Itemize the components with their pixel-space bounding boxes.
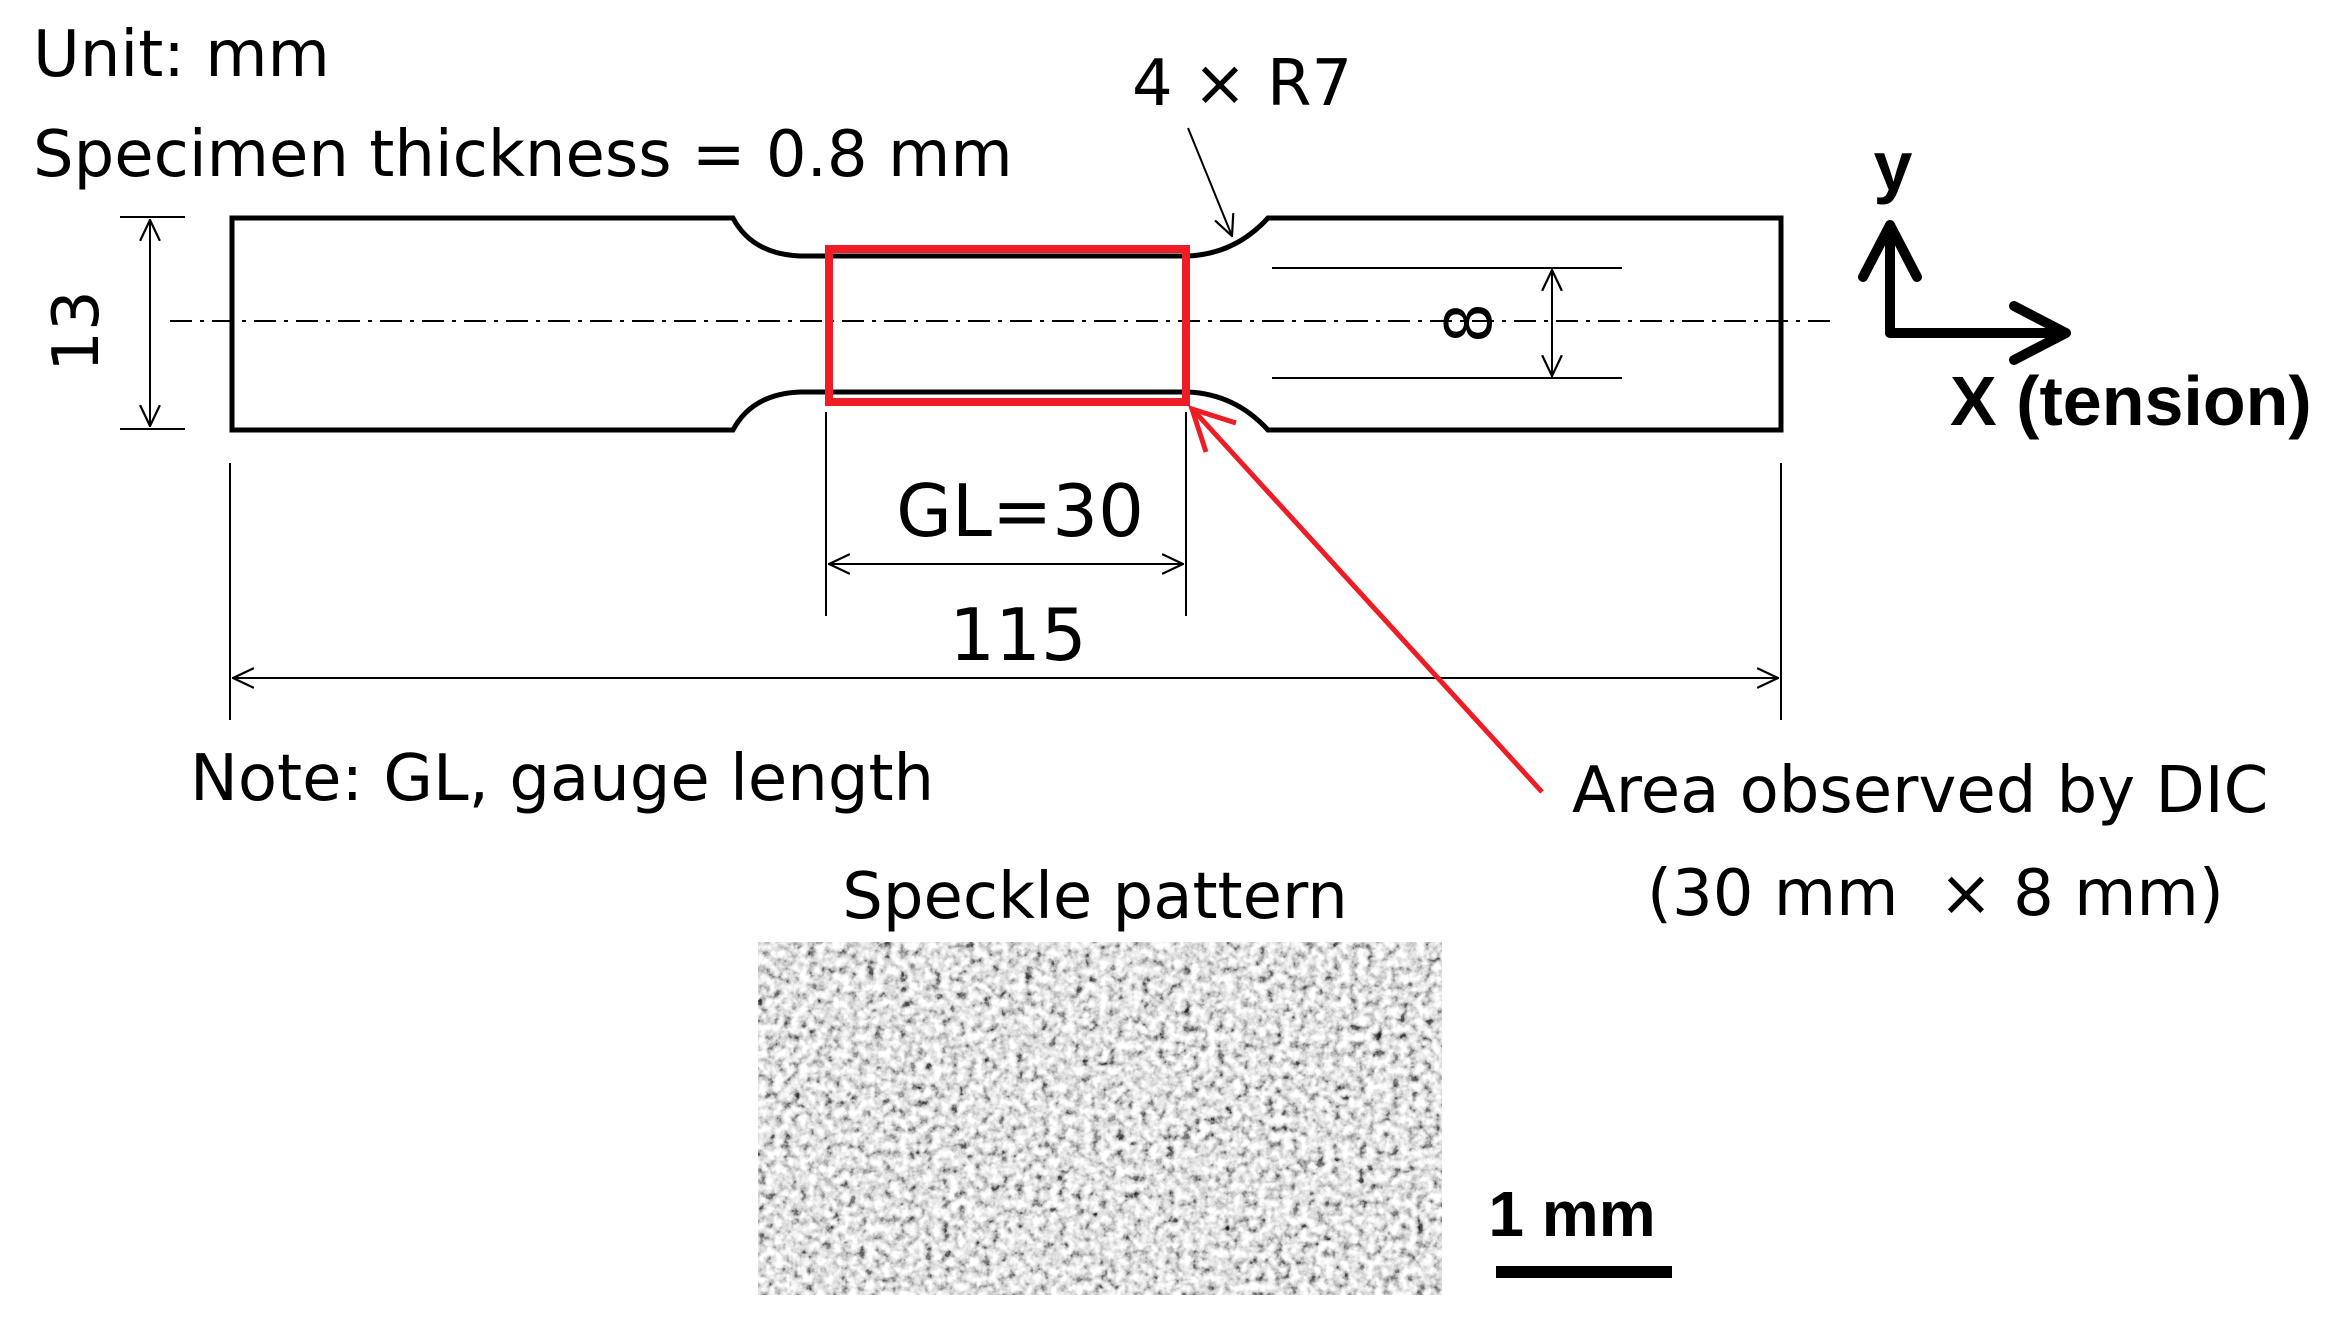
fillet-leader-line: [1187, 127, 1232, 236]
unit-label: Unit: mm: [33, 18, 330, 92]
specimen-outline: [229, 215, 1784, 433]
dic-area-label-line2: (30 mm × 8 mm): [1647, 857, 2224, 931]
total-length-label: 115: [949, 593, 1086, 677]
dic-leader-line: [1194, 411, 1544, 794]
gauge-width-label: 8: [1433, 303, 1507, 344]
gauge-length-label: GL=30: [896, 469, 1144, 553]
speckle-title: Speckle pattern: [842, 860, 1348, 934]
thickness-label: Specimen thickness = 0.8 mm: [33, 118, 1013, 192]
x-axis-label: X (tension): [1950, 362, 2312, 440]
fillet-radius-label: 4 × R7: [1132, 47, 1352, 121]
scale-bar-label: 1 mm: [1488, 1178, 1655, 1250]
x-axis-arrow: [1885, 301, 2071, 365]
dic-area-box: [825, 245, 1190, 406]
speckle-pattern-image: [758, 942, 1442, 1295]
note-label: Note: GL, gauge length: [190, 742, 934, 816]
width-dimension-label: 13: [40, 290, 114, 371]
dic-leader-arrowhead: [1188, 405, 1237, 453]
y-axis-arrow: [1858, 220, 1922, 338]
y-axis-label: y: [1874, 127, 1913, 205]
dic-area-label-line1: Area observed by DIC: [1572, 754, 2268, 828]
